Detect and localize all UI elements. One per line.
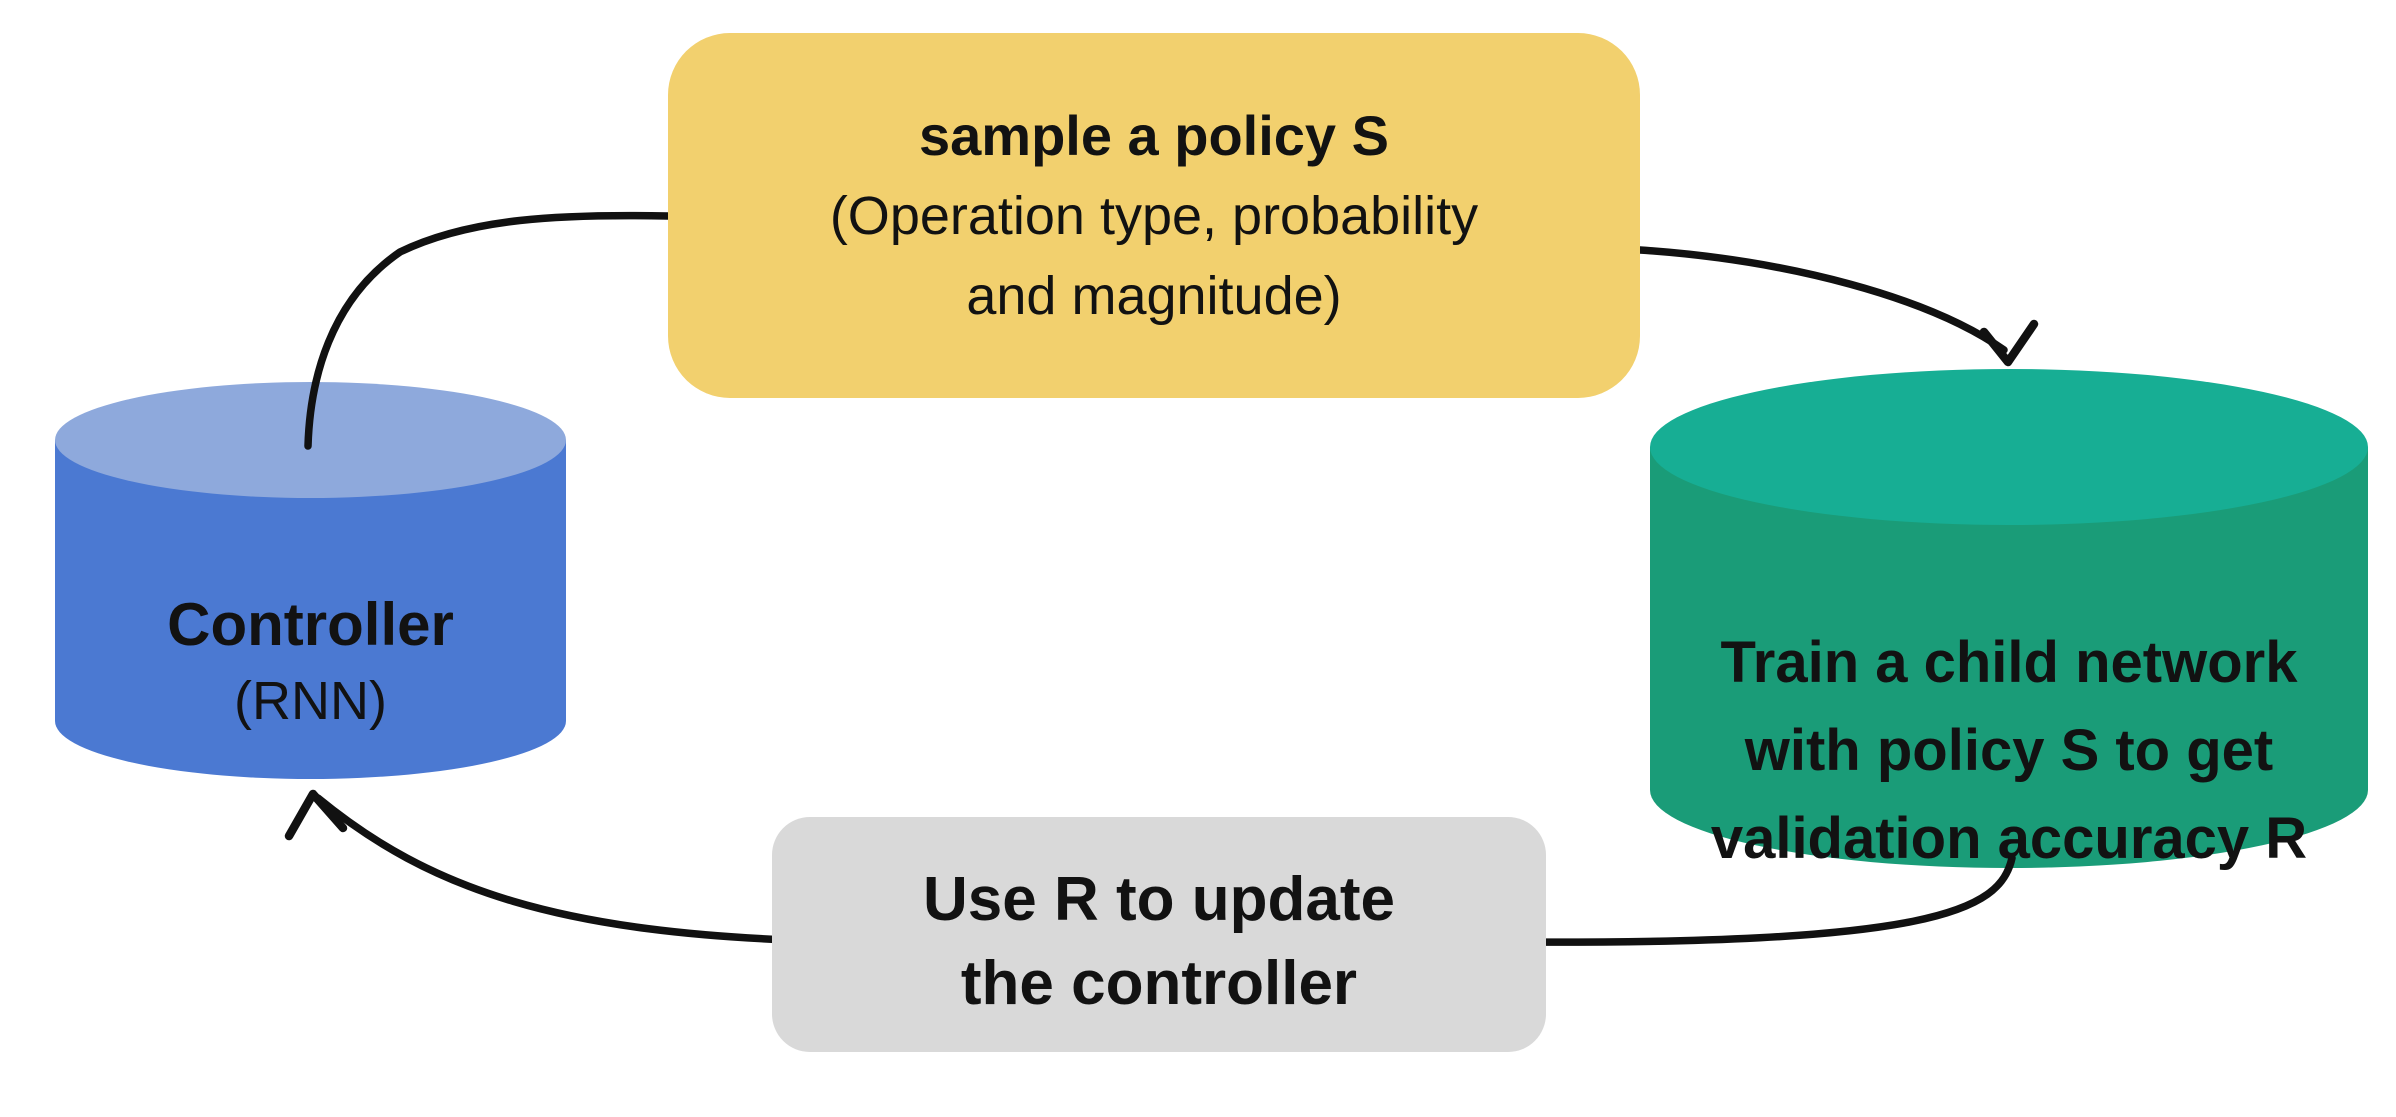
arrow-update-to-controller-head: [284, 789, 348, 841]
controller-label: Controller (RNN): [55, 382, 566, 779]
child-network-node: Train a child network with policy S to g…: [1650, 369, 2368, 871]
sample-policy-label-line2: (Operation type, probability: [829, 185, 1479, 246]
arrow-controller-to-sample-line: [304, 211, 672, 450]
arrow-child-to-update: [1496, 854, 2016, 946]
sample-policy-node: sample a policy S (Operation type, proba…: [668, 33, 1640, 398]
child-network-label-line2: with policy S to get: [1744, 718, 2274, 783]
sample-policy-label-line1: sample a policy S: [919, 103, 1389, 167]
arrow-controller-to-sample: [304, 211, 672, 450]
child-network-cylinder-top: [1650, 369, 2368, 525]
controller-label-line1: Controller: [167, 591, 454, 658]
arrow-sample-to-child-line: [1636, 246, 2008, 354]
child-network-label-line1: Train a child network: [1720, 630, 2298, 695]
arrow-update-to-controller: [284, 789, 824, 945]
arrow-sample-to-child-head: [1979, 319, 2039, 367]
update-controller-label-line1: Use R to update: [923, 864, 1395, 934]
arrow-sample-to-child: [1636, 246, 2039, 367]
update-controller-label-line2: the controller: [960, 948, 1358, 1018]
sample-policy-label-line3: and magnitude): [966, 265, 1342, 326]
arrow-update-to-controller-line: [314, 794, 824, 945]
child-network-label: Train a child network with policy S to g…: [1650, 369, 2368, 871]
arrow-child-to-update-line: [1496, 854, 2016, 946]
update-controller-node: Use R to update the controller: [772, 817, 1546, 1052]
controller-label-line2: (RNN): [234, 671, 387, 731]
